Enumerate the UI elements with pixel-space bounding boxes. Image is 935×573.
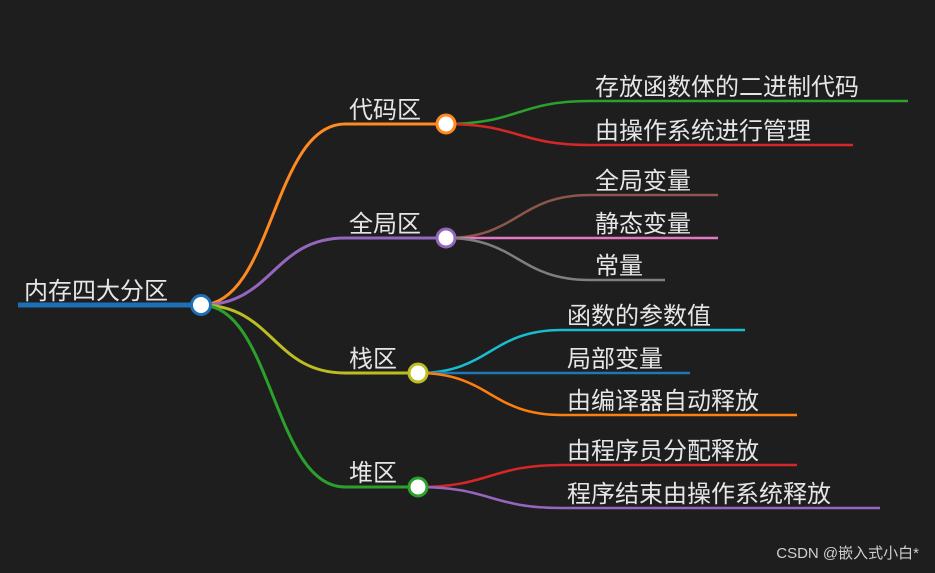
branch-node-3[interactable]	[407, 476, 429, 498]
leaf-label-1-0[interactable]: 全局变量	[595, 167, 691, 195]
edge-branch-3-leaf-1	[417, 485, 563, 510]
watermark: CSDN @嵌入式小白*	[776, 545, 919, 562]
branch-node-2[interactable]	[407, 362, 429, 384]
edge-root-to-branch-0	[200, 122, 346, 307]
leaf-label-1-2[interactable]: 常量	[595, 252, 643, 280]
edge-root-to-branch-2	[200, 303, 346, 375]
edge-branch-0-leaf-0	[445, 99, 591, 126]
leaf-label-3-0[interactable]: 由程序员分配释放	[567, 437, 759, 465]
leaf-label-0-0[interactable]: 存放函数体的二进制代码	[595, 73, 859, 101]
root-node[interactable]	[190, 294, 212, 316]
edge-branch-0-leaf-1	[445, 122, 591, 147]
root-label[interactable]: 内存四大分区	[24, 277, 168, 305]
edge-branch-1-leaf-0	[445, 193, 591, 240]
edge-branch-1-leaf-2	[445, 236, 591, 282]
leaf-label-2-1[interactable]: 局部变量	[567, 345, 663, 373]
branch-label-2[interactable]: 栈区	[349, 345, 397, 373]
edge-branch-2-leaf-0	[417, 328, 563, 375]
branch-label-0[interactable]: 代码区	[349, 96, 421, 124]
leaf-label-2-2[interactable]: 由编译器自动释放	[567, 387, 759, 415]
branch-node-1[interactable]	[435, 227, 457, 249]
leaf-label-2-0[interactable]: 函数的参数值	[567, 302, 711, 330]
leaf-label-3-1[interactable]: 程序结束由操作系统释放	[567, 480, 831, 508]
leaf-label-0-1[interactable]: 由操作系统进行管理	[595, 117, 811, 145]
branch-label-3[interactable]: 堆区	[349, 459, 397, 487]
edge-branch-2-leaf-2	[417, 371, 563, 417]
branch-node-0[interactable]	[435, 113, 457, 135]
branch-label-1[interactable]: 全局区	[349, 210, 421, 238]
edge-root-to-branch-1	[200, 236, 346, 307]
edge-root-to-branch-3	[200, 303, 346, 489]
leaf-label-1-1[interactable]: 静态变量	[595, 210, 691, 238]
edge-branch-3-leaf-0	[417, 463, 563, 489]
